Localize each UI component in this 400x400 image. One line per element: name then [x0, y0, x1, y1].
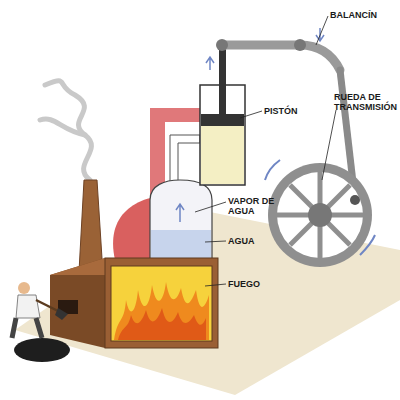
part-label: AGUA [228, 236, 278, 246]
stoker-body [16, 295, 40, 318]
part-label: BALANCÍN [330, 10, 396, 20]
motion-arrow [206, 57, 214, 70]
rotation-arrow [265, 160, 280, 180]
leader-lines [195, 16, 336, 286]
leader-line [195, 202, 226, 212]
beam-joint [216, 39, 228, 51]
stoker-head [18, 282, 30, 294]
part-label: RUEDA DE TRANSMISIÓN [334, 92, 398, 112]
vapor-arrow [176, 204, 184, 222]
leader-line [240, 111, 262, 118]
leader-line [322, 110, 336, 180]
water-level [151, 230, 211, 261]
part-label: PISTÓN [264, 106, 324, 116]
transmission-wheel [268, 163, 372, 267]
wheel-hub [308, 203, 332, 227]
shovel [36, 300, 60, 312]
fire-window [111, 266, 212, 341]
piston-rod [219, 45, 226, 115]
cylinder-steam [201, 126, 244, 184]
beam-pivot [294, 39, 306, 51]
stoker-legs [12, 318, 42, 338]
beam [222, 45, 340, 70]
stoker-figure [12, 282, 68, 338]
part-label: VAPOR DE AGUA [228, 196, 280, 216]
smoke-plume [40, 119, 85, 135]
furnace-front [105, 258, 218, 348]
wheel-inner [277, 172, 363, 258]
rotation-arrow [360, 235, 375, 255]
flames [118, 308, 206, 340]
crank-pin [350, 195, 360, 205]
leader-line [205, 241, 226, 242]
flames [114, 282, 209, 340]
piston [201, 114, 244, 126]
boiler-tank [150, 180, 212, 262]
leader-line [205, 284, 226, 286]
wheel-rim [268, 163, 372, 267]
shovel-blade [55, 308, 68, 320]
coal-pile [14, 338, 70, 362]
part-label: FUEGO [228, 279, 278, 289]
smoke [40, 81, 91, 180]
leader-line [316, 16, 328, 45]
wheel-spokes [277, 172, 363, 258]
